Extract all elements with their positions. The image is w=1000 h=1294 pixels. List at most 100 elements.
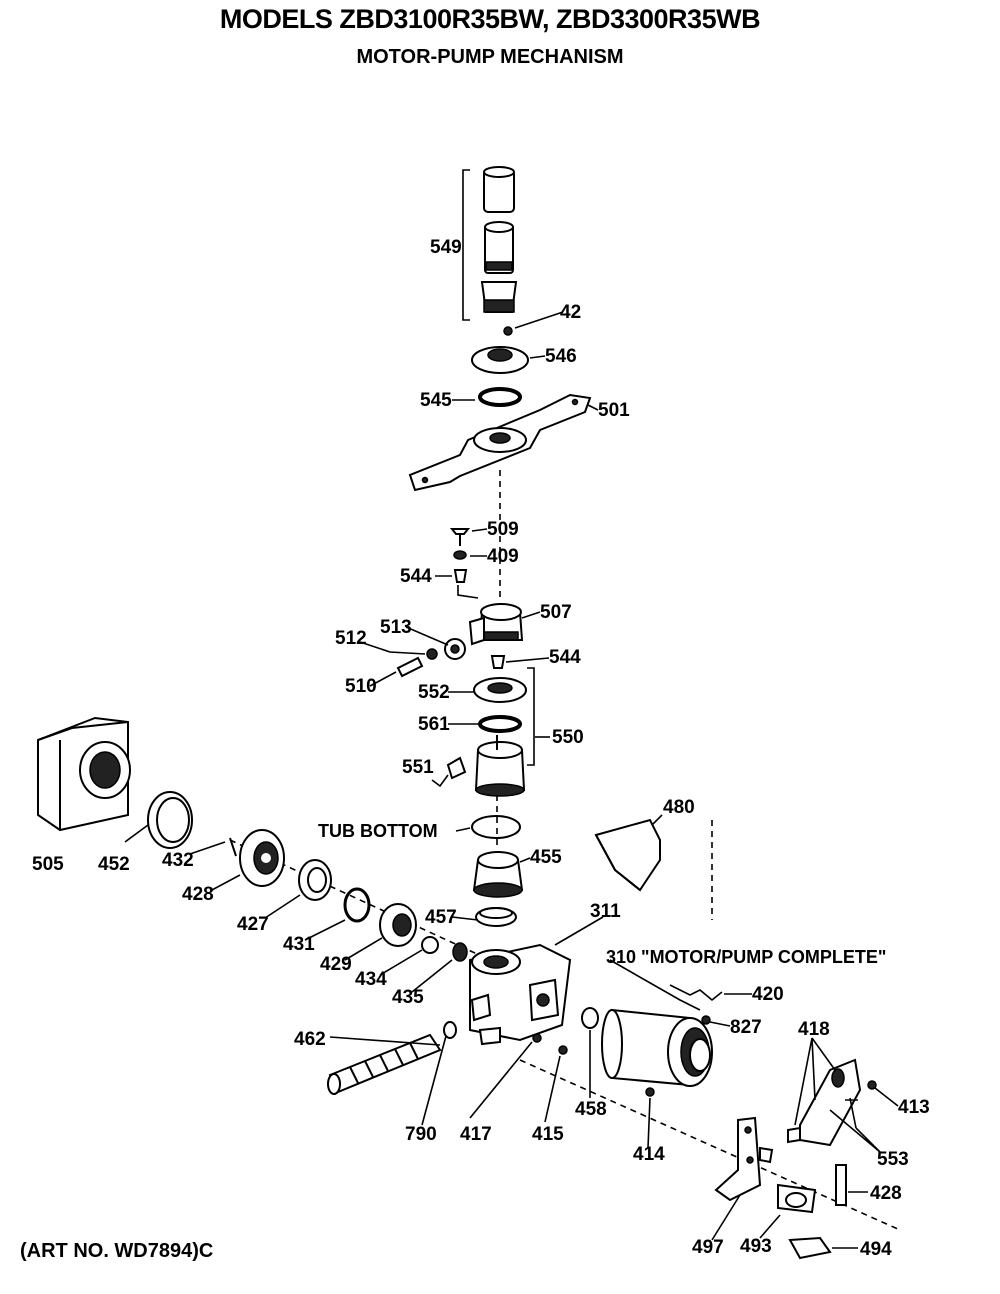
part-790-fitting xyxy=(443,1021,457,1039)
part-509-screw xyxy=(449,528,471,546)
part-510-shaft xyxy=(396,656,424,678)
label-434: 434 xyxy=(355,969,387,990)
part-544-upper-fitting xyxy=(453,569,468,583)
label-428-pin: 428 xyxy=(870,1183,902,1204)
part-493-clip xyxy=(777,1183,817,1214)
part-827-nut xyxy=(701,1015,711,1025)
label-415: 415 xyxy=(532,1124,564,1145)
label-545: 545 xyxy=(420,390,452,411)
part-457-clamp xyxy=(475,907,517,927)
label-417: 417 xyxy=(460,1124,492,1145)
part-435-seal xyxy=(452,942,468,962)
part-546-cap xyxy=(471,346,529,374)
part-420-wire xyxy=(669,984,723,1002)
part-432-pin xyxy=(229,837,237,857)
label-510: 510 xyxy=(345,676,377,697)
label-512: 512 xyxy=(335,628,367,649)
diagram-subtitle: MOTOR-PUMP MECHANISM xyxy=(356,46,624,68)
label-550: 550 xyxy=(552,727,584,748)
label-561: 561 xyxy=(418,714,450,735)
art-number: (ART NO. WD7894)C xyxy=(20,1240,214,1262)
label-549: 549 xyxy=(430,237,462,258)
part-409-washer xyxy=(453,550,467,560)
part-552-impeller xyxy=(473,677,527,703)
part-452-clamp xyxy=(147,791,193,849)
label-413: 413 xyxy=(898,1097,930,1118)
part-428-pin xyxy=(835,1164,847,1206)
part-455-pump-body xyxy=(472,851,524,898)
part-561-seal xyxy=(478,715,522,733)
part-513-gear xyxy=(444,638,466,660)
tub-bottom-label: TUB BOTTOM xyxy=(318,821,438,841)
tub-bottom-gasket xyxy=(471,815,521,839)
label-827: 827 xyxy=(730,1017,762,1038)
part-505-housing xyxy=(37,716,131,832)
label-457: 457 xyxy=(425,907,457,928)
label-311: 311 xyxy=(590,901,621,922)
part-311-pump-assembly xyxy=(469,943,572,1046)
part-418-bracket xyxy=(787,1058,862,1147)
part-434-nut xyxy=(421,936,439,954)
part-550-pump-housing xyxy=(474,735,526,797)
label-497: 497 xyxy=(692,1237,724,1258)
label-431: 431 xyxy=(283,934,315,955)
part-428-filter-wheel xyxy=(239,829,285,887)
label-462: 462 xyxy=(294,1029,326,1050)
leader-lines xyxy=(124,311,899,1249)
part-motor xyxy=(601,1008,713,1097)
label-544-lower: 544 xyxy=(549,647,581,668)
label-494: 494 xyxy=(860,1239,892,1260)
label-513: 513 xyxy=(380,617,412,638)
label-420: 420 xyxy=(752,984,784,1005)
part-549-tube-assembly xyxy=(462,166,518,321)
part-431-ring xyxy=(343,887,371,923)
label-507: 507 xyxy=(540,602,572,623)
part-42-nut xyxy=(503,326,513,336)
part-458-grommet xyxy=(581,1007,599,1029)
label-418: 418 xyxy=(798,1019,830,1040)
part-462-drain-hose xyxy=(327,1033,442,1095)
motor-pump-complete-label: 310 "MOTOR/PUMP COMPLETE" xyxy=(606,947,886,967)
label-553: 553 xyxy=(877,1149,909,1170)
part-480-duct xyxy=(594,818,661,892)
part-512-washer xyxy=(426,648,438,660)
part-501-spray-arm xyxy=(408,393,592,492)
label-480: 480 xyxy=(663,797,695,818)
part-494-nut xyxy=(788,1236,832,1260)
label-458: 458 xyxy=(575,1099,607,1120)
part-415-screw xyxy=(558,1045,568,1055)
page-title: MODELS ZBD3100R35BW, ZBD3300R35WB xyxy=(219,4,761,34)
part-labels: 549 42 546 545 501 509 409 544 507 513 5… xyxy=(32,237,930,1260)
label-432: 432 xyxy=(162,850,194,871)
label-509: 509 xyxy=(487,519,519,540)
label-428-filter: 428 xyxy=(182,884,214,905)
label-505: 505 xyxy=(32,854,64,875)
part-507-manifold xyxy=(457,585,524,646)
label-42: 42 xyxy=(560,302,581,323)
part-427-ring xyxy=(298,859,332,901)
label-501: 501 xyxy=(598,400,630,421)
label-551: 551 xyxy=(402,757,434,778)
part-413-screw xyxy=(867,1080,877,1090)
label-546: 546 xyxy=(545,346,577,367)
label-429: 429 xyxy=(320,954,352,975)
label-790: 790 xyxy=(405,1124,437,1145)
tub-bottom-leader xyxy=(455,827,471,832)
label-452: 452 xyxy=(98,854,130,875)
part-551-clip xyxy=(431,756,467,788)
part-545-ring xyxy=(478,387,522,407)
part-417-screw xyxy=(532,1033,542,1043)
label-427: 427 xyxy=(237,914,269,935)
label-414: 414 xyxy=(633,1144,665,1165)
label-493: 493 xyxy=(740,1236,772,1257)
part-544-lower-fitting xyxy=(490,655,506,669)
part-429-cover xyxy=(379,903,417,947)
label-544-upper: 544 xyxy=(400,566,432,587)
label-409: 409 xyxy=(487,546,519,567)
label-435: 435 xyxy=(392,987,424,1008)
label-455: 455 xyxy=(530,847,562,868)
part-553-spring xyxy=(845,1097,858,1129)
bracket-550 xyxy=(527,667,535,766)
label-552: 552 xyxy=(418,682,450,703)
